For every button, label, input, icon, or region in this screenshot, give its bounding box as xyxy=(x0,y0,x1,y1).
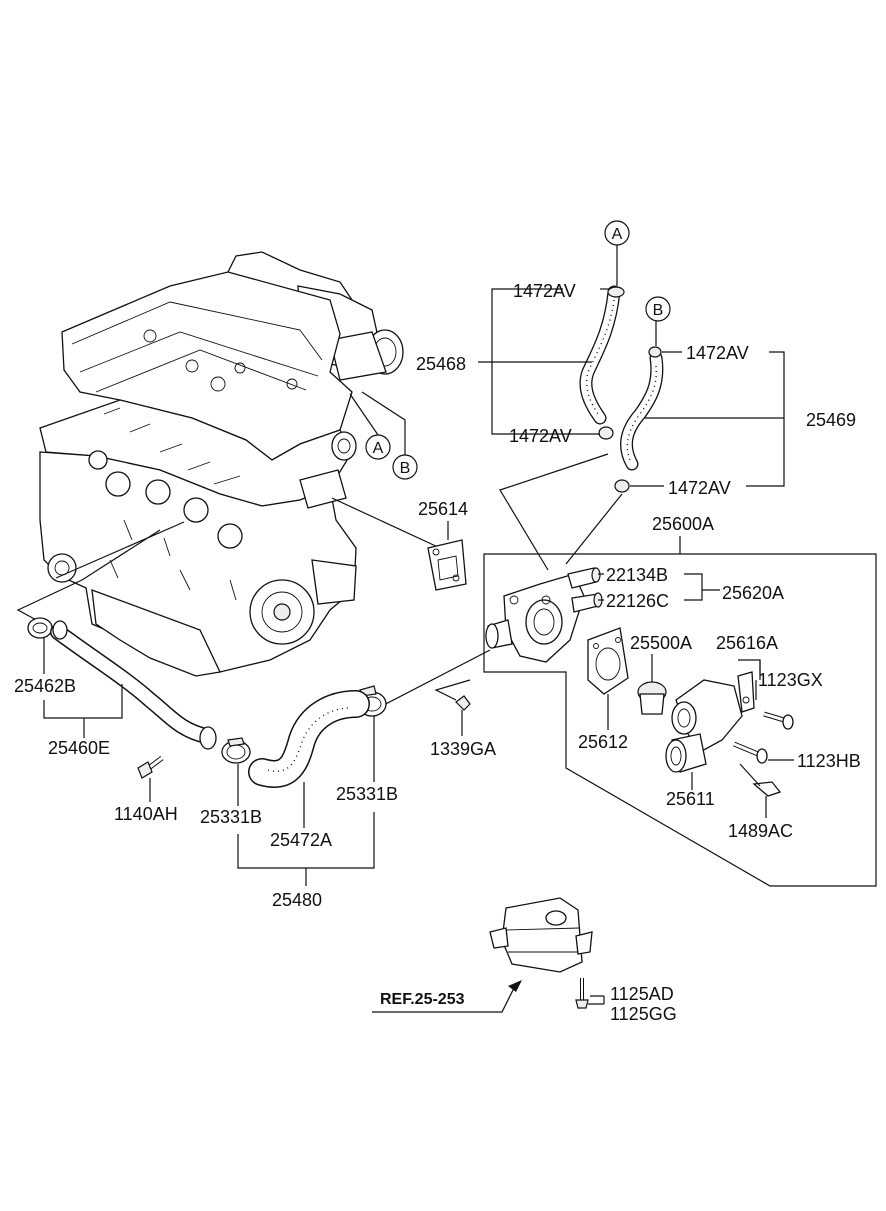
callout-a-top: A xyxy=(604,220,630,286)
gasket-25612 xyxy=(587,627,629,730)
label-1123GX: 1123GX xyxy=(758,670,823,690)
housing-25611 xyxy=(665,679,743,790)
bolt-1125AD xyxy=(575,978,605,1009)
hose-clamp-1472av-4 xyxy=(614,479,630,493)
label-25620A: 25620A xyxy=(722,583,784,603)
o-ring-25462B xyxy=(27,617,53,639)
label-1125GG: 1125GG xyxy=(610,1004,677,1024)
ref-arrow xyxy=(372,980,522,1013)
callout-b-engine: B xyxy=(361,391,418,480)
part-labels: 1472AV 25468 1472AV 25469 1472AV 1472AV … xyxy=(14,281,861,1024)
callout-a-engine: A xyxy=(349,393,391,460)
hose-clamp-1472av-2 xyxy=(648,346,662,358)
label-1472AV-4: 1472AV xyxy=(668,478,731,498)
hose-25472A xyxy=(248,690,370,828)
assembly-box-25600A xyxy=(483,536,877,887)
label-25611: 25611 xyxy=(666,789,715,809)
svg-text:A: A xyxy=(373,440,384,457)
bolt-1123HB xyxy=(733,741,794,764)
hose-clamp-1472av-3 xyxy=(598,426,614,440)
label-1339GA: 1339GA xyxy=(430,739,496,759)
label-25480: 25480 xyxy=(272,890,322,910)
leaders-hoses xyxy=(478,288,785,487)
assembly-guide-lines xyxy=(16,453,623,709)
label-22126C: 22126C xyxy=(606,591,669,611)
label-1123HB: 1123HB xyxy=(797,751,861,771)
svg-text:A: A xyxy=(612,226,623,243)
label-1489AC: 1489AC xyxy=(728,821,793,841)
pipe-25460E xyxy=(50,620,217,750)
bolt-1123GX xyxy=(755,680,794,730)
label-1472AV-3: 1472AV xyxy=(509,426,572,446)
label-25500A: 25500A xyxy=(630,633,692,653)
callout-b-top: B xyxy=(645,296,671,346)
label-25614: 25614 xyxy=(418,499,468,519)
thermostat-25500A xyxy=(637,654,667,715)
label-22134B: 22134B xyxy=(606,565,668,585)
leaders-25480 xyxy=(237,812,375,886)
svg-text:B: B xyxy=(400,460,411,477)
label-25612: 25612 xyxy=(578,732,628,752)
label-1472AV-1: 1472AV xyxy=(513,281,576,301)
thermostat-housing-25620A xyxy=(485,567,603,663)
hose-25469 xyxy=(619,351,664,471)
clip-1489AC xyxy=(739,763,782,818)
label-1125AD: 1125AD xyxy=(610,984,674,1004)
label-1140AH: 1140AH xyxy=(114,804,178,824)
label-1472AV-2: 1472AV xyxy=(686,343,749,363)
svg-text:B: B xyxy=(653,302,664,319)
bracket-25616A xyxy=(737,659,761,713)
engine-block-illustration xyxy=(39,251,404,677)
label-25331B-left: 25331B xyxy=(200,807,262,827)
label-ref-25-253: REF.25-253 xyxy=(380,991,465,1008)
label-25460E: 25460E xyxy=(48,738,110,758)
nut-1339GA xyxy=(455,695,471,736)
label-25469: 25469 xyxy=(806,410,856,430)
gasket-25614 xyxy=(427,521,467,591)
leaders-25460E xyxy=(43,638,123,738)
clamp-25331B-left xyxy=(221,737,251,806)
hose-clamp-1472av-1 xyxy=(607,286,625,298)
label-25331B-right: 25331B xyxy=(336,784,398,804)
coolant-reservoir xyxy=(489,897,593,973)
bolt-1140AH xyxy=(137,756,164,802)
label-25600A: 25600A xyxy=(652,514,714,534)
label-25472A: 25472A xyxy=(270,830,332,850)
leaders-25620A xyxy=(598,573,720,601)
label-25468: 25468 xyxy=(416,354,466,374)
hose-25468 xyxy=(579,285,621,425)
label-25462B: 25462B xyxy=(14,676,76,696)
label-25616A: 25616A xyxy=(716,633,778,653)
